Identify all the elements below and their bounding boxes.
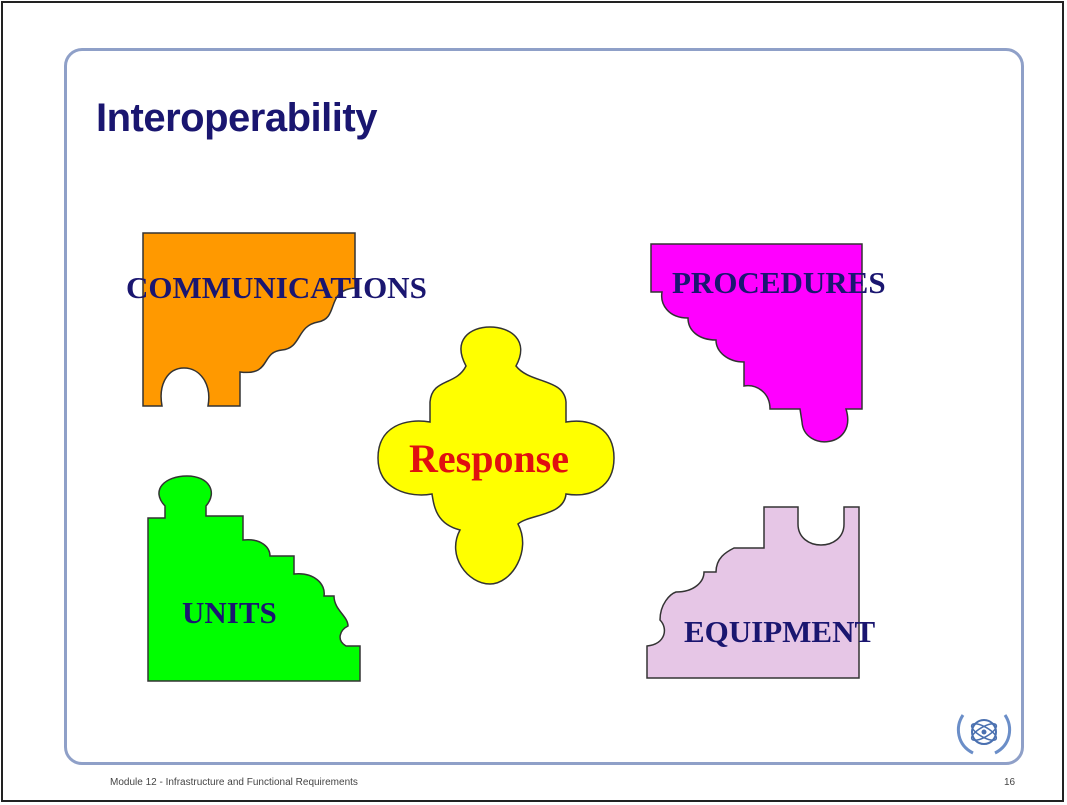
equipment-shape [646, 506, 860, 679]
equipment-piece: EQUIPMENT [646, 506, 876, 679]
procedures-label: PROCEDURES [672, 265, 886, 300]
slide-frame [64, 48, 1024, 765]
page-number: 16 [1004, 777, 1016, 788]
slide-title: Interoperability [96, 96, 377, 140]
communications-piece: COMMUNICATIONS [126, 232, 427, 407]
procedures-shape [650, 243, 863, 443]
units-label: UNITS [182, 595, 277, 630]
equipment-label: EQUIPMENT [684, 614, 876, 649]
procedures-piece: PROCEDURES [650, 243, 886, 443]
units-piece: UNITS [147, 475, 361, 682]
communications-label: COMMUNICATIONS [126, 270, 427, 305]
un-emblem-icon [956, 714, 1012, 755]
units-shape [147, 475, 361, 682]
communications-shape [142, 232, 356, 407]
footer-module-text: Module 12 - Infrastructure and Functiona… [110, 777, 358, 788]
response-shape [377, 326, 615, 585]
response-piece: Response [377, 326, 615, 585]
response-label: Response [409, 436, 569, 481]
